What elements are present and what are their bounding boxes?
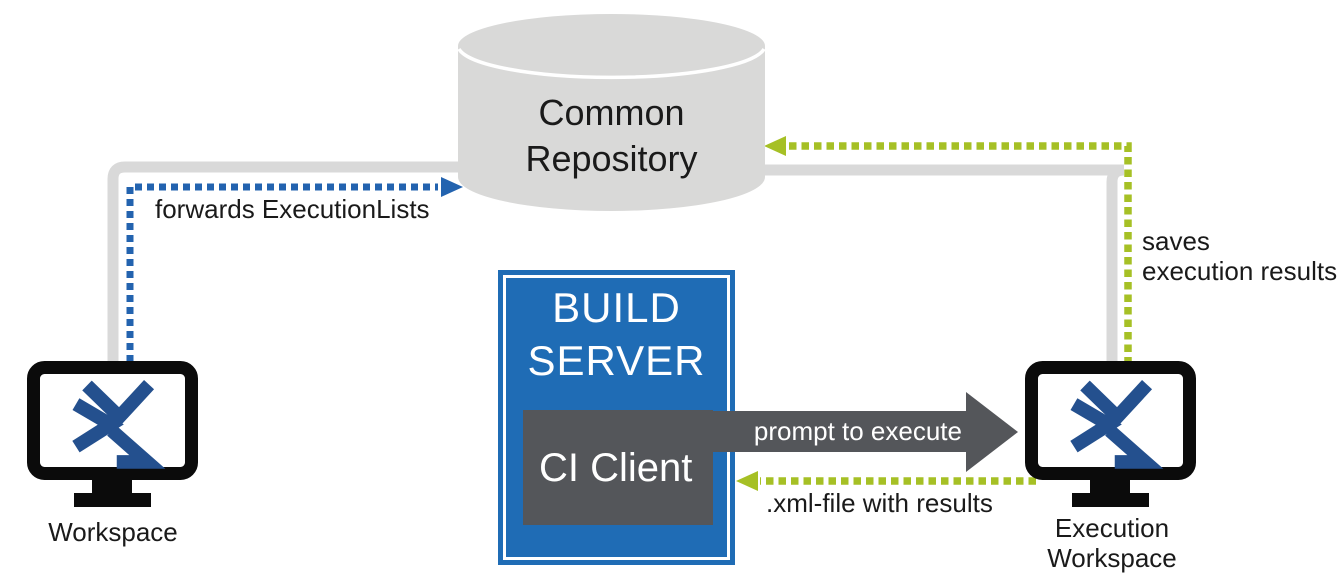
prompt-to-execute-label: prompt to execute	[753, 416, 962, 446]
execution-workspace-label: Execution Workspace	[1047, 513, 1177, 573]
monitor-neck	[1090, 474, 1130, 496]
saves-arrowhead-icon	[764, 136, 786, 156]
forwards-executionlists-label: forwards ExecutionLists	[155, 194, 430, 224]
forwards-arrowhead-icon	[441, 177, 463, 197]
xml-file-with-results-label: .xml-file with results	[766, 488, 993, 518]
tosca-x-logo-icon	[1070, 379, 1164, 469]
tosca-x-logo-icon	[72, 379, 166, 469]
monitor-base	[1072, 493, 1149, 507]
workspace-repository-connector	[107, 161, 458, 362]
workspace-label: Workspace	[48, 517, 178, 547]
cylinder-top	[458, 14, 765, 78]
workspace-monitor-icon	[27, 361, 198, 507]
monitor-neck	[92, 474, 132, 496]
build-server-label: BUILD SERVER	[527, 284, 706, 384]
common-repository-node	[458, 14, 765, 211]
cylinder-rim-line	[458, 48, 765, 80]
saves-execution-results-label: saves execution results	[1142, 226, 1338, 286]
cylinder-body	[458, 46, 765, 211]
prompt-to-execute-arrow: prompt to execute	[523, 411, 968, 452]
repository-execution-connector	[762, 164, 1125, 362]
execution-workspace-monitor-icon	[1025, 361, 1196, 507]
ci-client-label: CI Client	[539, 446, 693, 490]
saves-results-arrow	[789, 142, 1132, 362]
common-repository-label: Common Repository	[525, 92, 698, 179]
monitor-base	[74, 493, 151, 507]
forwards-executionlists-arrow	[126, 183, 438, 362]
xml-arrowhead-icon	[736, 471, 758, 491]
